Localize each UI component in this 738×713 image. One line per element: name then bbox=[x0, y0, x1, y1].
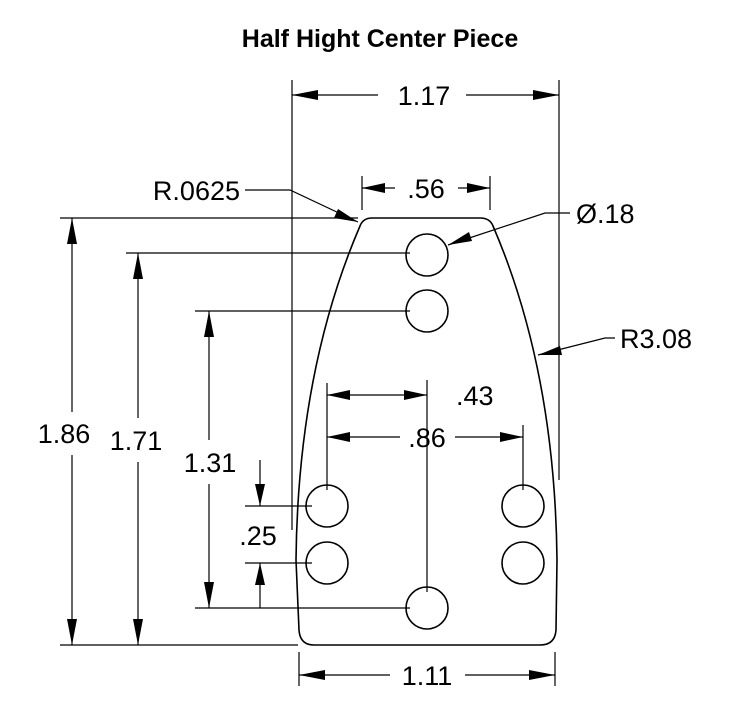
dim-overall-top-width: 1.17 bbox=[398, 81, 451, 111]
dim-hole-diameter: Ø.18 bbox=[576, 199, 635, 229]
dim-top-hole-height: 1.71 bbox=[110, 426, 163, 456]
drawing-title: Half Hight Center Piece bbox=[242, 25, 519, 53]
dim-half-hole-spacing: .43 bbox=[456, 381, 494, 411]
hole bbox=[405, 289, 449, 333]
hole bbox=[501, 484, 545, 528]
dim-side-radius: R3.08 bbox=[620, 324, 692, 354]
part-outline bbox=[295, 217, 558, 646]
hole bbox=[305, 484, 349, 528]
dim-bottom-width: 1.11 bbox=[402, 661, 453, 691]
dim-top-flat-width: .56 bbox=[407, 174, 445, 204]
dim-overall-height: 1.86 bbox=[38, 419, 91, 449]
dim-hole-spacing: .86 bbox=[408, 423, 446, 453]
dim-corner-radius: R.0625 bbox=[153, 176, 240, 206]
dim-hole-vertical-span: 1.31 bbox=[184, 448, 237, 478]
hole bbox=[405, 586, 449, 630]
hole bbox=[405, 233, 449, 277]
dim-hole-pair-spacing: .25 bbox=[239, 521, 277, 551]
hole bbox=[305, 541, 349, 585]
hole bbox=[501, 541, 545, 585]
arrowheads bbox=[67, 90, 562, 680]
